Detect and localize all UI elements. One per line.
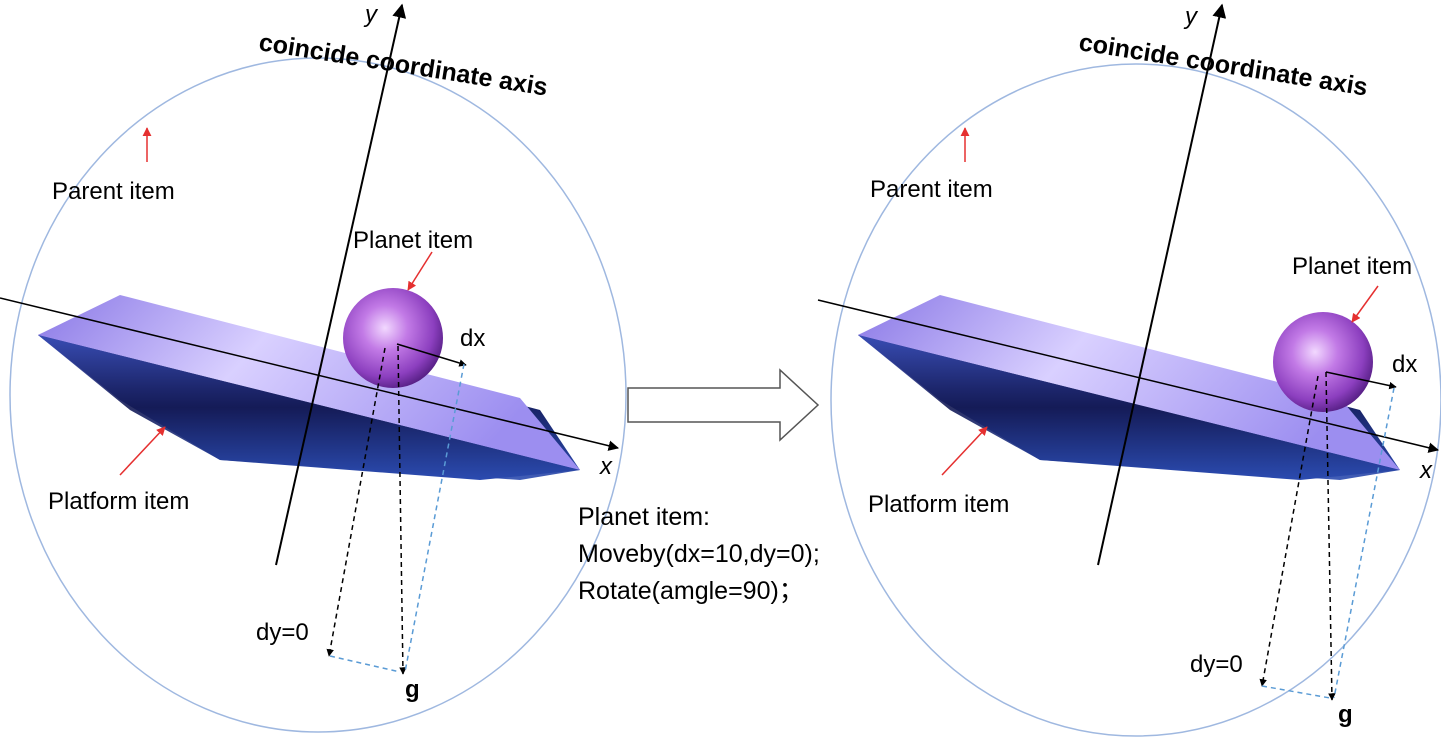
- dx-projection-line: [1333, 387, 1395, 699]
- planet-red-arrow: [1351, 285, 1379, 323]
- g-dashed-line: [1325, 371, 1336, 701]
- operation-moveby: Moveby(dx=10,dy=0);: [578, 540, 820, 568]
- platform-shape: [38, 295, 580, 480]
- g-component-line: [1261, 685, 1331, 699]
- planet-label: Planet item: [353, 227, 473, 254]
- right-panel: coincide coordinate axis y x Parent item…: [817, 3, 1441, 737]
- dy-dashed-line: [326, 347, 386, 657]
- y-axis-label: y: [363, 1, 379, 28]
- platform-shape: [858, 295, 1400, 480]
- planet-sphere: [343, 288, 443, 388]
- operation-rotate: Rotate(amgle=90)；: [578, 577, 804, 605]
- y-axis-line: [1097, 3, 1227, 566]
- dx-arrow: [1325, 371, 1397, 390]
- g-label: g: [1338, 701, 1353, 728]
- operation-title: Planet item:: [578, 503, 710, 531]
- dx-label: dx: [460, 325, 485, 352]
- platform-label: Platform item: [868, 491, 1009, 518]
- dx-projection-line: [404, 363, 465, 673]
- parent-label: Parent item: [52, 178, 175, 205]
- platform-red-arrow: [119, 426, 166, 476]
- g-label: g: [405, 676, 420, 703]
- parent-ellipse: [830, 63, 1441, 737]
- planet-sphere: [1273, 312, 1373, 412]
- left-panel: coincide coordinate axis y x Parent item…: [0, 1, 627, 733]
- dy-dashed-line: [1259, 375, 1319, 687]
- platform-red-arrow: [941, 426, 988, 476]
- g-dashed-line: [397, 345, 407, 675]
- transition-arrow: [627, 368, 820, 442]
- planet-label: Planet item: [1292, 253, 1412, 280]
- x-axis-line: [0, 297, 620, 451]
- dy-label: dy=0: [1190, 651, 1243, 678]
- x-axis-label: x: [1419, 457, 1433, 484]
- platform-label: Platform item: [48, 488, 189, 515]
- g-component-line: [329, 655, 401, 673]
- planet-red-arrow: [407, 251, 433, 291]
- y-axis-label: y: [1183, 3, 1199, 30]
- y-axis-line: [275, 3, 407, 566]
- x-axis-label: x: [599, 453, 613, 480]
- x-axis-line: [817, 299, 1440, 453]
- parent-ellipse: [9, 57, 627, 733]
- dx-label: dx: [1392, 351, 1417, 378]
- dy-label: dy=0: [256, 619, 309, 646]
- parent-label: Parent item: [870, 176, 993, 203]
- dx-arrow: [396, 343, 467, 367]
- axis-title: coincide coordinate axis: [257, 28, 550, 101]
